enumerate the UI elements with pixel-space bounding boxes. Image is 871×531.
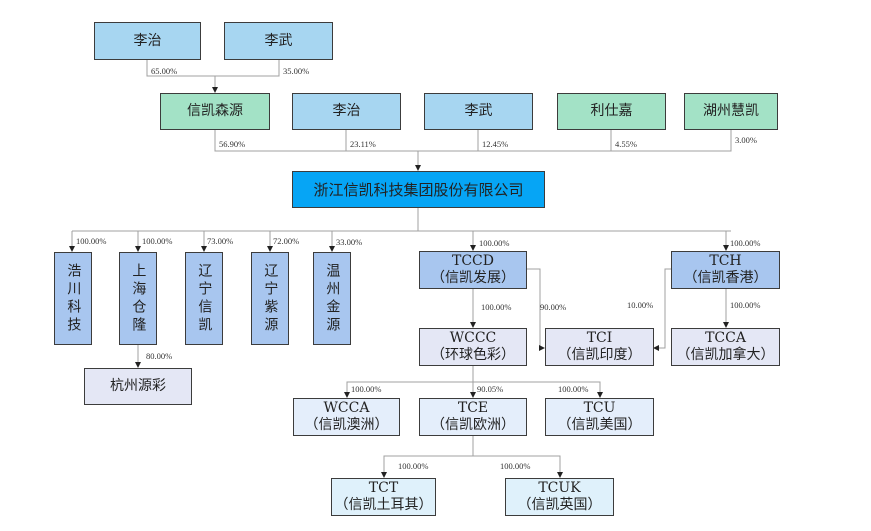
line-shareholders-bus — [214, 130, 732, 152]
subsidiary-box-tcuk: TCUK （信凯英国） — [505, 478, 614, 516]
pct-label: 100.00% — [479, 238, 510, 248]
pct-label: 73.00% — [207, 236, 234, 246]
pct-label: 100.00% — [730, 300, 761, 310]
shareholder-box-li-wu: 李武 — [424, 93, 533, 130]
subsidiary-name: （信凯印度） — [557, 347, 642, 363]
pct-label: 12.45% — [482, 139, 509, 149]
subsidiary-name: （信凯英国） — [517, 497, 602, 513]
subsidiary-name: 辽宁紫源 — [262, 262, 279, 335]
pct-label: 80.00% — [146, 351, 173, 361]
subsidiary-box-shanghai-canglong: 上海仓隆 — [119, 252, 157, 345]
pct-label: 56.90% — [219, 139, 246, 149]
subsidiary-name: （信凯美国） — [557, 417, 642, 433]
shareholder-name: 信凯森源 — [187, 103, 243, 120]
subsidiary-code: TCCA — [705, 330, 746, 347]
pct-label: 100.00% — [76, 236, 107, 246]
subsidiary-name: （信凯香港） — [683, 270, 768, 286]
pct-label: 90.05% — [477, 384, 504, 394]
subsidiary-name: （信凯加拿大） — [676, 347, 775, 363]
subsidiary-box-hangzhou-yuancai: 杭州源彩 — [84, 368, 192, 405]
pct-label: 35.00% — [283, 66, 310, 76]
subsidiary-name: 辽宁信凯 — [196, 262, 213, 335]
subsidiary-code: TCU — [583, 400, 616, 417]
pct-label: 100.00% — [558, 384, 589, 394]
shareholder-name: 李武 — [464, 103, 493, 120]
pct-label: 23.11% — [350, 139, 376, 149]
shareholder-box-li-wu-top: 李武 — [224, 22, 333, 60]
pct-label: 100.00% — [142, 236, 173, 246]
pct-label: 90.00% — [540, 302, 567, 312]
pct-label: 65.00% — [151, 66, 178, 76]
subsidiary-box-wenzhou-jinyuan: 温州金源 — [313, 252, 351, 345]
subsidiary-name: （信凯澳洲） — [304, 417, 389, 433]
subsidiary-box-liaoning-ziyuan: 辽宁紫源 — [251, 252, 289, 345]
subsidiary-code: TCCD — [452, 253, 494, 270]
subsidiary-name: （信凯发展） — [431, 270, 515, 286]
pct-label: 100.00% — [351, 384, 382, 394]
pct-label: 33.00% — [336, 237, 363, 247]
subsidiary-name: （信凯欧洲） — [431, 417, 515, 433]
subsidiary-code: TCE — [457, 400, 489, 417]
company-name: 浙江信凯科技集团股份有限公司 — [313, 180, 524, 199]
pct-label: 72.00% — [273, 236, 300, 246]
shareholder-box-lishijia: 利仕嘉 — [557, 93, 666, 130]
subsidiary-box-tcca: TCCA （信凯加拿大） — [671, 328, 780, 366]
subsidiary-code: TCUK — [538, 480, 581, 497]
subsidiary-code: TCT — [368, 480, 399, 497]
subsidiary-code: WCCA — [323, 400, 370, 417]
shareholder-box-li-zhi: 李治 — [292, 93, 401, 130]
subsidiary-code: WCCC — [449, 330, 497, 347]
subsidiary-box-tccd: TCCD （信凯发展） — [419, 251, 527, 289]
subsidiary-box-liaoning-xinkai: 辽宁信凯 — [185, 252, 223, 345]
line-lizhi-to-xksy — [146, 60, 280, 77]
subsidiary-code: TCI — [586, 330, 613, 347]
subsidiary-box-tct: TCT （信凯土耳其） — [331, 478, 436, 516]
shareholder-name: 李治 — [332, 103, 361, 120]
subsidiary-name: （环球色彩） — [431, 347, 515, 363]
subsidiary-box-tci: TCI （信凯印度） — [545, 328, 654, 366]
subsidiary-name: 上海仓隆 — [130, 262, 147, 335]
shareholder-box-huzhou-huikai: 湖州慧凯 — [684, 93, 778, 130]
subsidiary-name: 温州金源 — [324, 262, 341, 335]
subsidiary-name: 浩川科技 — [65, 262, 82, 335]
pct-label: 3.00% — [735, 135, 757, 145]
pct-label: 100.00% — [730, 238, 761, 248]
subsidiary-box-tcu: TCU （信凯美国） — [545, 398, 654, 436]
shareholder-name: 李治 — [133, 32, 162, 49]
subsidiary-box-haochuan: 浩川科技 — [54, 252, 92, 345]
pct-label: 100.00% — [481, 302, 512, 312]
subsidiary-box-wccc: WCCC （环球色彩） — [419, 328, 527, 366]
shareholder-box-xinkai-senyuan: 信凯森源 — [160, 93, 270, 130]
subsidiary-name: 杭州源彩 — [110, 378, 166, 395]
pct-label: 100.00% — [398, 461, 429, 471]
subsidiary-box-wcca: WCCA （信凯澳洲） — [293, 398, 400, 436]
subsidiary-code: TCH — [709, 253, 742, 270]
main-company-box: 浙江信凯科技集团股份有限公司 — [292, 171, 545, 208]
shareholder-name: 李武 — [264, 32, 293, 49]
pct-label: 100.00% — [500, 461, 531, 471]
subsidiary-box-tch: TCH （信凯香港） — [671, 251, 780, 289]
shareholder-name: 湖州慧凯 — [703, 103, 759, 120]
subsidiary-name: （信凯土耳其） — [334, 497, 433, 513]
subsidiary-box-tce: TCE （信凯欧洲） — [419, 398, 527, 436]
shareholder-box-li-zhi-top: 李治 — [94, 22, 201, 60]
shareholder-name: 利仕嘉 — [590, 103, 633, 120]
pct-label: 4.55% — [615, 139, 637, 149]
pct-label: 10.00% — [627, 300, 654, 310]
